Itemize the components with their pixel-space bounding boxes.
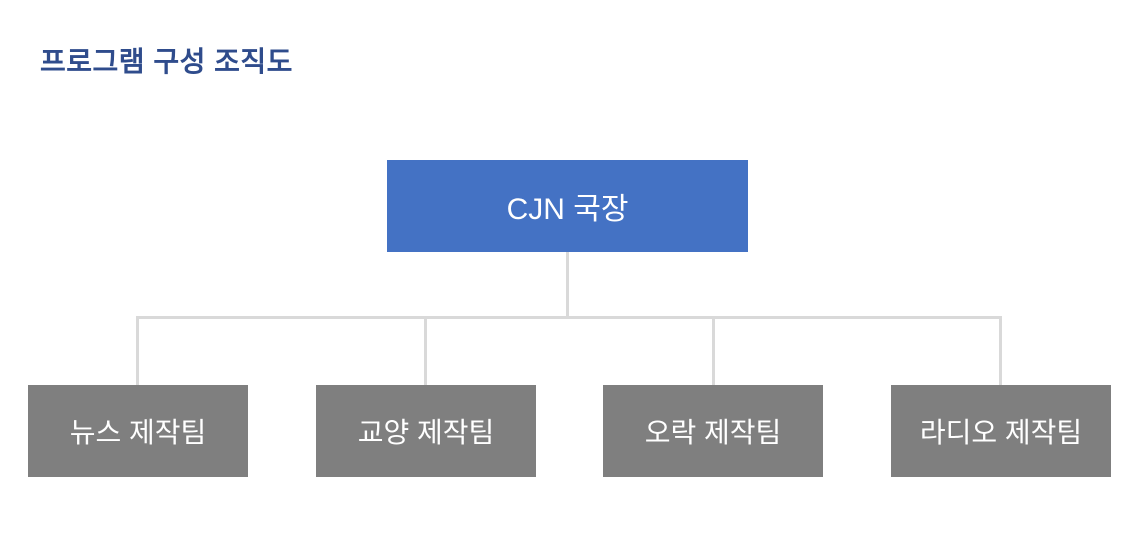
connector-drop-entertainment [712, 316, 715, 385]
team-node-label: 라디오 제작팀 [919, 417, 1083, 448]
root-node-label: CJN 국장 [506, 193, 629, 226]
connector-drop-news [136, 316, 139, 385]
team-node-news: 뉴스 제작팀 [28, 385, 248, 477]
team-node-label: 뉴스 제작팀 [69, 417, 207, 448]
connector-drop-culture [424, 316, 427, 385]
team-node-entertainment: 오락 제작팀 [603, 385, 823, 477]
page-title: 프로그램 구성 조직도 [40, 46, 293, 77]
connector-horizontal-bar [136, 316, 1002, 319]
root-node-director: CJN 국장 [387, 160, 748, 252]
team-node-label: 교양 제작팀 [357, 417, 495, 448]
team-node-culture: 교양 제작팀 [316, 385, 536, 477]
team-node-radio: 라디오 제작팀 [891, 385, 1111, 477]
team-node-label: 오락 제작팀 [644, 417, 782, 448]
connector-root-stem [566, 252, 569, 319]
connector-drop-radio [999, 316, 1002, 385]
